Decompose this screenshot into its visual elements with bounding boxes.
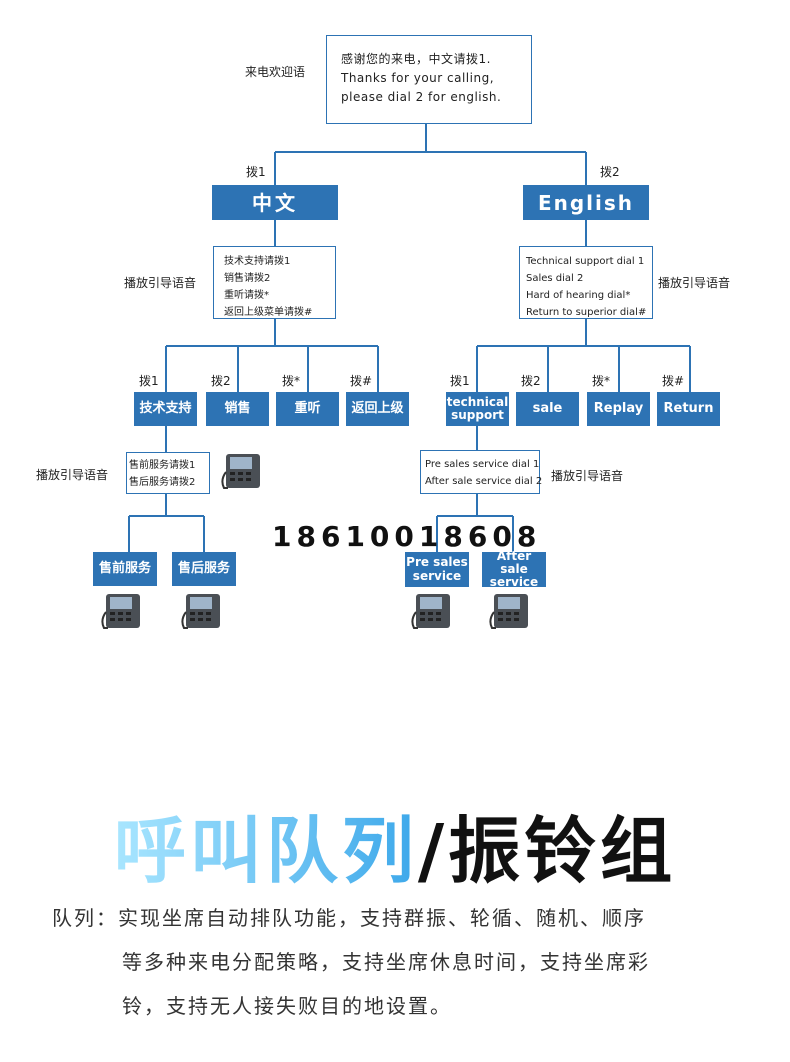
right-sub-label: 播放引导语音 [551, 469, 624, 483]
left-sub-prompt-box: 售前服务请拨1 售后服务请拨2 [126, 452, 210, 494]
phone-number: 18610018608 [272, 520, 542, 553]
welcome-label: 来电欢迎语 [245, 65, 306, 79]
feature-title-suffix: /振铃组 [417, 809, 677, 893]
prompt-line: 售后服务请拨2 [129, 477, 196, 488]
desk-phone-icon [181, 594, 220, 629]
desk-phone-icon [221, 454, 260, 489]
feature-description-line: 队列：实现坐席自动排队功能，支持群振、轮循、随机、顺序 [52, 906, 646, 930]
dial-label: 拨# [350, 374, 373, 388]
connector-lines [128, 124, 691, 552]
technical-support-node: technical support [446, 392, 509, 426]
prompt-line: After sale service dial 2 [425, 476, 543, 487]
aftersales-node: 售后服务 [172, 552, 236, 586]
feature-description-line: 铃，支持无人接失败目的地设置。 [122, 994, 452, 1018]
replay-node: 重听 [276, 392, 339, 426]
prompt-line: 技术支持请拨1 [224, 256, 291, 267]
desk-phone-icon [411, 594, 450, 629]
english-node: English [523, 185, 649, 220]
dial-label: 拨* [282, 374, 301, 388]
prompt-line: Sales dial 2 [526, 273, 584, 284]
dial-label: 拨* [592, 374, 611, 388]
dial-label: 拨1 [139, 374, 159, 388]
chinese-node: 中文 [212, 185, 338, 220]
left-menu-label: 播放引导语音 [124, 276, 197, 290]
tech-support-node: 技术支持 [134, 392, 197, 426]
return-english-node: Return [657, 392, 720, 426]
prompt-line: 售前服务请拨1 [129, 460, 196, 471]
prompt-line: 销售请拨2 [224, 273, 271, 284]
welcome-line: please dial 2 for english. [341, 90, 502, 104]
return-node: 返回上级 [346, 392, 409, 426]
prompt-line: Technical support dial 1 [526, 256, 645, 267]
dial-label: 拨2 [521, 374, 541, 388]
dial-label: 拨# [662, 374, 685, 388]
after-sale-service-node: After sale service [482, 549, 546, 589]
feature-title: 呼叫队列/振铃组 [0, 792, 790, 897]
desk-phone-icon [101, 594, 140, 629]
prompt-line: 返回上级菜单请拨# [224, 307, 313, 318]
prompt-line: Return to superior dial# [526, 307, 647, 318]
dial-label: 拨1 [450, 374, 470, 388]
desk-phone-icon [489, 594, 528, 629]
prompt-line: Pre sales service dial 1 [425, 459, 540, 470]
replay-english-node: Replay [587, 392, 650, 426]
dial-1-label: 拨1 [246, 165, 266, 179]
prompt-line: Hard of hearing dial* [526, 290, 631, 301]
dial-label: 拨2 [211, 374, 231, 388]
welcome-message-box: 感谢您的来电，中文请拨1. Thanks for your calling, p… [326, 35, 532, 124]
right-menu-prompt-box: Technical support dial 1 Sales dial 2 Ha… [519, 246, 653, 319]
left-sub-label: 播放引导语音 [36, 468, 109, 482]
sales-node: 销售 [206, 392, 269, 426]
welcome-line: Thanks for your calling, [341, 71, 495, 85]
presales-node: 售前服务 [93, 552, 157, 586]
pre-sales-service-node: Pre sales service [405, 552, 469, 587]
prompt-line: 重听请拨* [224, 290, 269, 301]
welcome-line: 感谢您的来电，中文请拨1. [341, 52, 491, 66]
right-menu-label: 播放引导语音 [658, 276, 731, 290]
left-menu-prompt-box: 技术支持请拨1 销售请拨2 重听请拨* 返回上级菜单请拨# [213, 246, 336, 319]
feature-title-highlight: 呼叫队列 [113, 809, 418, 893]
dial-2-label: 拨2 [600, 165, 620, 179]
sale-node: sale [516, 392, 579, 426]
feature-description-line: 等多种来电分配策略，支持坐席休息时间，支持坐席彩 [122, 950, 650, 974]
right-sub-prompt-box: Pre sales service dial 1 After sale serv… [420, 450, 543, 494]
